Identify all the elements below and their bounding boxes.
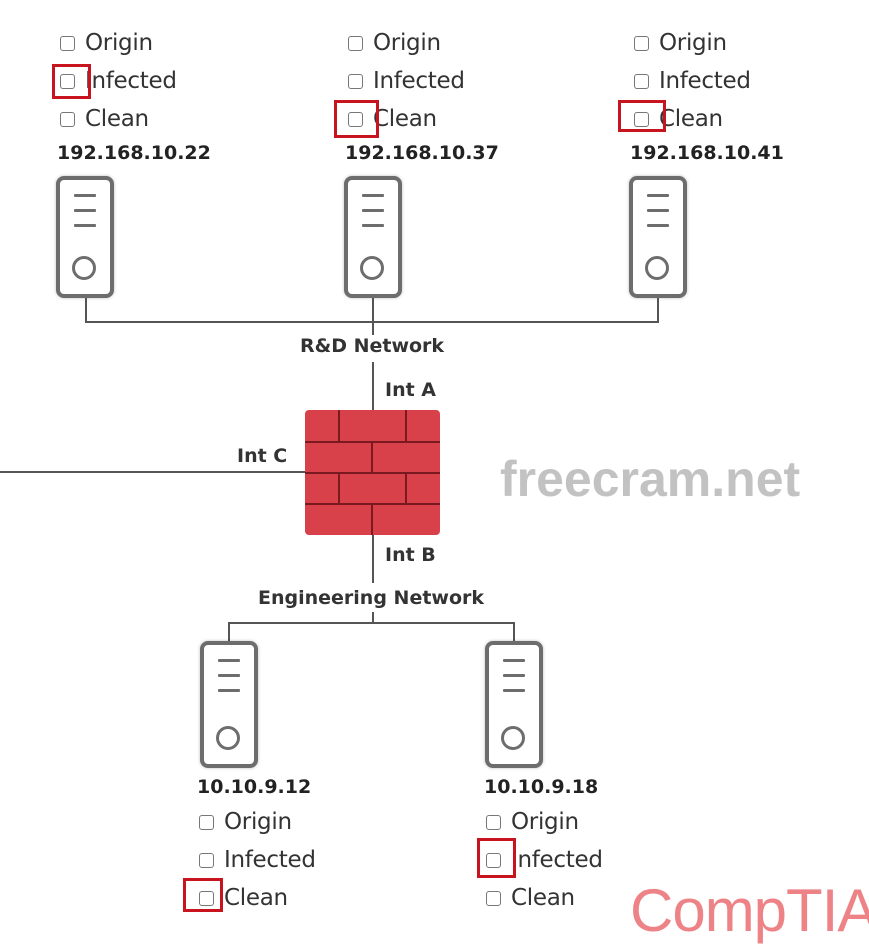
- option-label: Origin: [85, 30, 153, 56]
- option-label: Clean: [373, 106, 437, 132]
- origin-checkbox[interactable]: Origin: [486, 807, 579, 837]
- checkbox-box[interactable]: [199, 814, 214, 830]
- origin-checkbox[interactable]: Origin: [199, 807, 292, 837]
- host-ip: 192.168.10.41: [630, 142, 784, 164]
- infected-checkbox[interactable]: Infected: [199, 845, 316, 875]
- site-watermark: freecram.net: [500, 451, 801, 507]
- checkbox-box[interactable]: [60, 73, 75, 89]
- option-label: Clean: [224, 885, 288, 911]
- origin-checkbox[interactable]: Origin: [634, 28, 727, 58]
- checkbox-box[interactable]: [199, 852, 214, 868]
- infected-checkbox[interactable]: Infected: [634, 66, 751, 96]
- engineering-network-label: Engineering Network: [258, 587, 485, 609]
- checkbox-box[interactable]: [486, 814, 501, 830]
- rd-network-label: R&D Network: [300, 335, 445, 357]
- clean-checkbox[interactable]: Clean: [348, 104, 437, 134]
- option-label: Infected: [85, 68, 177, 94]
- origin-checkbox[interactable]: Origin: [60, 28, 153, 58]
- host-ip: 10.10.9.18: [484, 776, 599, 798]
- int-c-link: [0, 471, 305, 473]
- option-label: Infected: [373, 68, 465, 94]
- option-label: Origin: [224, 809, 292, 835]
- checkbox-box[interactable]: [348, 35, 363, 51]
- firewall-icon: [305, 410, 440, 535]
- option-label: Clean: [511, 885, 575, 911]
- checkbox-box[interactable]: [634, 35, 649, 51]
- option-label: Origin: [659, 30, 727, 56]
- server-icon: [200, 641, 258, 768]
- checkbox-box[interactable]: [199, 890, 214, 906]
- server-icon: [344, 176, 402, 298]
- link-line: [372, 298, 374, 322]
- host-ip: 10.10.9.12: [197, 776, 312, 798]
- option-label: Infected: [511, 847, 603, 873]
- checkbox-box[interactable]: [60, 111, 75, 127]
- option-label: Origin: [511, 809, 579, 835]
- engineering-network-bus: [228, 622, 515, 624]
- checkbox-box[interactable]: [486, 890, 501, 906]
- server-icon: [56, 176, 114, 298]
- link-line: [228, 622, 230, 642]
- host-ip: 192.168.10.22: [57, 142, 211, 164]
- int-c-label: Int C: [237, 445, 288, 467]
- infected-checkbox[interactable]: Infected: [60, 66, 177, 96]
- host-ip: 192.168.10.37: [345, 142, 499, 164]
- comptia-watermark: CompTIA: [630, 877, 869, 944]
- link-line: [513, 622, 515, 642]
- link-line: [372, 321, 374, 335]
- int-a-link: [372, 362, 374, 410]
- int-a-label: Int A: [385, 379, 436, 401]
- checkbox-box[interactable]: [348, 111, 363, 127]
- option-label: Clean: [85, 106, 149, 132]
- checkbox-box[interactable]: [486, 852, 501, 868]
- checkbox-box[interactable]: [60, 35, 75, 51]
- clean-checkbox[interactable]: Clean: [486, 883, 575, 913]
- checkbox-box[interactable]: [348, 73, 363, 89]
- server-icon: [629, 176, 687, 298]
- int-b-label: Int B: [385, 544, 436, 566]
- answer-highlight: [618, 100, 666, 132]
- option-label: Clean: [659, 106, 723, 132]
- link-line: [372, 612, 374, 623]
- clean-checkbox[interactable]: Clean: [199, 883, 288, 913]
- option-label: Infected: [659, 68, 751, 94]
- infected-checkbox[interactable]: Infected: [348, 66, 465, 96]
- option-label: Origin: [373, 30, 441, 56]
- link-line: [657, 298, 659, 322]
- option-label: Infected: [224, 847, 316, 873]
- clean-checkbox[interactable]: Clean: [60, 104, 149, 134]
- answer-highlight: [477, 838, 516, 878]
- link-line: [85, 298, 87, 322]
- checkbox-box[interactable]: [634, 73, 649, 89]
- int-b-link: [372, 535, 374, 583]
- server-icon: [485, 641, 543, 768]
- answer-highlight: [183, 878, 223, 912]
- origin-checkbox[interactable]: Origin: [348, 28, 441, 58]
- infected-checkbox[interactable]: Infected: [486, 845, 603, 875]
- clean-checkbox[interactable]: Clean: [634, 104, 723, 134]
- answer-highlight: [52, 64, 91, 99]
- answer-highlight: [334, 100, 379, 138]
- checkbox-box[interactable]: [634, 111, 649, 127]
